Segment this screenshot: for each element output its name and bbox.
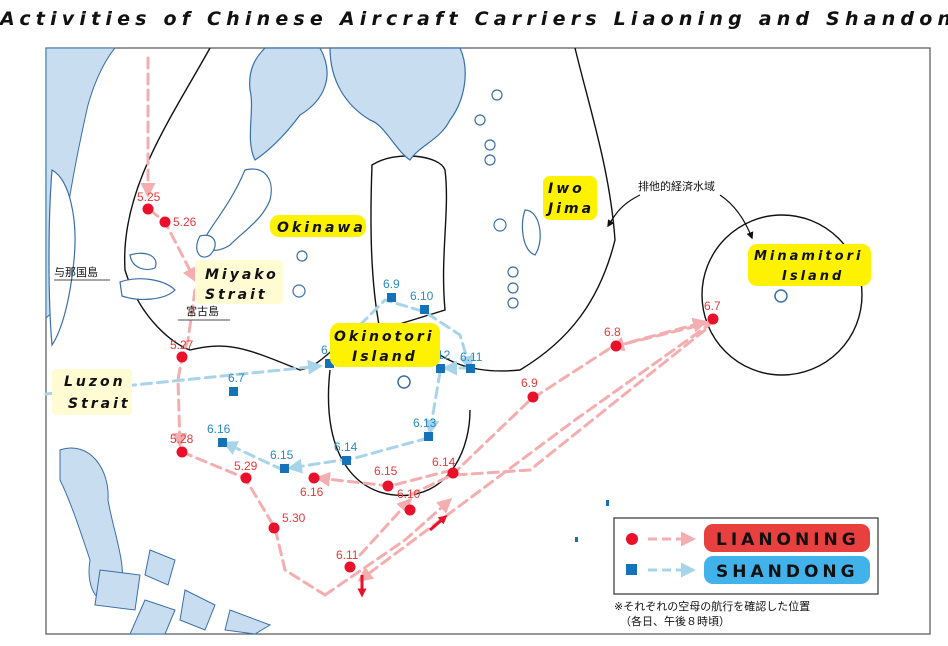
okinotori-highlight bbox=[330, 323, 440, 367]
miyako-label-1: Miyako bbox=[205, 267, 279, 283]
shandong-markers bbox=[218, 293, 475, 473]
liaoning-point bbox=[610, 340, 622, 352]
okinotori-label-2: Island bbox=[352, 349, 418, 365]
note-line-2: （各日、午後８時頃） bbox=[620, 614, 730, 628]
legend-shandong-pill bbox=[704, 556, 870, 584]
liaoning-point bbox=[240, 472, 252, 484]
shandong-date: 6.13 bbox=[413, 416, 437, 430]
minamitori-label-1: Minamitori bbox=[754, 249, 863, 264]
okinotori-islet bbox=[397, 375, 411, 389]
shandong-point bbox=[436, 364, 445, 373]
shandong-point bbox=[424, 432, 433, 441]
miyakojima-label: 宮古島 bbox=[186, 304, 219, 318]
liaoning-date: 5.26 bbox=[173, 215, 197, 229]
shandong-point bbox=[466, 364, 475, 373]
liaoning-point bbox=[707, 313, 719, 325]
minamitori-eez bbox=[701, 214, 863, 376]
iwo-label-1: Iwo bbox=[548, 181, 585, 197]
okinawa-label: Okinawa bbox=[277, 220, 366, 236]
luzon-highlight bbox=[52, 369, 132, 415]
liaoning-date: 6.15 bbox=[374, 464, 398, 478]
liaoning-date: 6.14 bbox=[432, 455, 456, 469]
liaoning-point bbox=[176, 351, 188, 363]
liaoning-date: 5.30 bbox=[282, 511, 306, 525]
miyako-label-2: Strait bbox=[205, 287, 268, 303]
land-ryukyu bbox=[119, 47, 541, 309]
luzon-label-2: Strait bbox=[68, 396, 131, 412]
iwo-label-2: Jima bbox=[545, 201, 594, 217]
shandong-point bbox=[387, 293, 396, 302]
liaoning-point bbox=[382, 480, 394, 492]
land-philippines bbox=[59, 447, 272, 635]
liaoning-track bbox=[140, 56, 715, 597]
okinawa-highlight bbox=[270, 215, 366, 237]
legend-liaoning-marker bbox=[626, 533, 638, 545]
liaoning-date: 5.28 bbox=[170, 432, 194, 446]
legend-shandong-label: SHANDONG bbox=[716, 562, 859, 582]
yonaguni-label: 与那国島 bbox=[54, 265, 98, 279]
iwo-highlight bbox=[543, 176, 597, 220]
liaoning-date: 6.10 bbox=[397, 487, 421, 501]
shandong-date: 6.9 bbox=[383, 277, 400, 291]
shandong-point bbox=[218, 438, 227, 447]
liaoning-direction-arrows bbox=[357, 515, 448, 598]
shandong-point bbox=[342, 456, 351, 465]
liaoning-point bbox=[344, 561, 356, 573]
liaoning-date: 5.29 bbox=[234, 459, 258, 473]
legend-liaoning-label: LIANONING bbox=[716, 530, 860, 550]
liaoning-date: 6.16 bbox=[300, 485, 324, 499]
legend-shandong-marker bbox=[626, 564, 637, 575]
legend: LIANONING SHANDONG bbox=[613, 517, 879, 595]
liaoning-point bbox=[176, 446, 188, 458]
liaoning-date: 6.9 bbox=[521, 376, 538, 390]
liaoning-point bbox=[527, 391, 539, 403]
liaoning-point bbox=[268, 522, 280, 534]
liaoning-point bbox=[447, 467, 459, 479]
liaoning-date: 6.11 bbox=[336, 548, 359, 562]
eez-label: 排他的経済水域 bbox=[638, 179, 715, 193]
shandong-point bbox=[420, 305, 429, 314]
liaoning-point bbox=[159, 216, 171, 228]
shandong-point bbox=[229, 387, 238, 396]
okinotori-label-1: Okinotori bbox=[334, 329, 435, 345]
shandong-date: 6.10 bbox=[410, 289, 434, 303]
shandong-date: 6.15 bbox=[270, 448, 294, 462]
small-islets bbox=[575, 500, 609, 542]
liaoning-point bbox=[308, 472, 320, 484]
miyako-highlight bbox=[195, 260, 283, 304]
luzon-label-1: Luzon bbox=[64, 374, 126, 390]
liaoning-date: 6.7 bbox=[704, 299, 721, 313]
liaoning-point bbox=[404, 504, 416, 516]
liaoning-date: 5.25 bbox=[137, 190, 161, 204]
note-line-1: ※それぞれの空母の航行を確認した位置 bbox=[614, 599, 810, 613]
liaoning-point bbox=[142, 203, 154, 215]
minamitori-islet bbox=[774, 289, 788, 303]
eez-annotation bbox=[607, 194, 754, 240]
shandong-date: 6.7 bbox=[228, 371, 245, 385]
minamitori-highlight bbox=[748, 244, 871, 286]
minamitori-label-2: Island bbox=[782, 269, 844, 284]
legend-liaoning-pill bbox=[704, 524, 870, 552]
shandong-point bbox=[280, 464, 289, 473]
liaoning-date-labels: 5.25 5.26 5.27 5.28 5.29 5.30 6.7 6.8 6.… bbox=[137, 190, 721, 562]
shandong-date: 6.16 bbox=[207, 422, 231, 436]
liaoning-date: 6.8 bbox=[604, 325, 621, 339]
map-title: Activities of Chinese Aircraft Carriers … bbox=[0, 8, 948, 30]
shandong-point bbox=[325, 359, 334, 368]
liaoning-date: 5.27 bbox=[170, 338, 194, 352]
shandong-date: 6.14 bbox=[334, 440, 358, 454]
liaoning-markers bbox=[142, 203, 719, 573]
shandong-date: 6.11 bbox=[460, 350, 483, 364]
land-taiwan bbox=[45, 47, 117, 347]
